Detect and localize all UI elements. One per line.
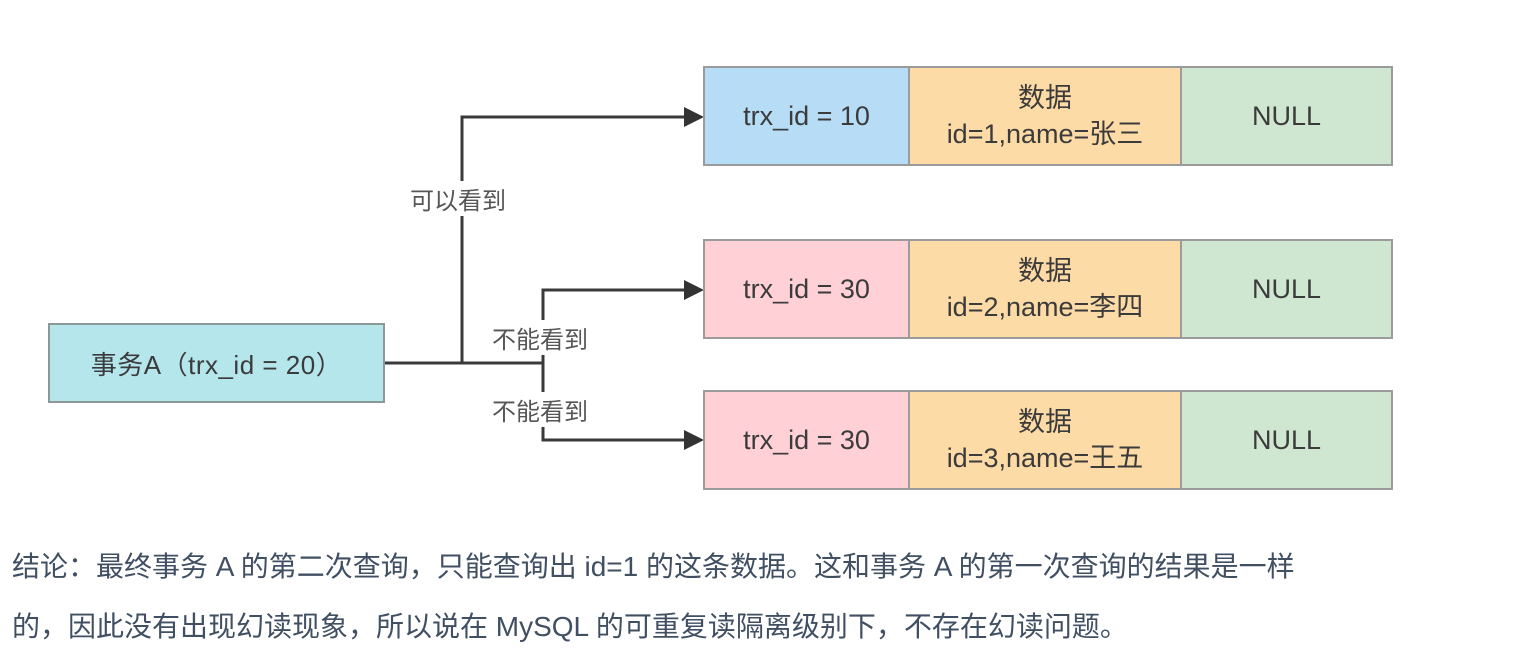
data-cell: 数据 id=2,name=李四 [908,241,1180,337]
data-cell-title: 数据 [1018,83,1072,113]
trx-id-cell: trx_id = 30 [705,241,908,337]
trx-id-cell: trx_id = 10 [705,68,908,164]
conclusion-text: 结论：最终事务 A 的第二次查询，只能查询出 id=1 的这条数据。这和事务 A… [12,537,1512,657]
null-cell: NULL [1180,392,1391,488]
arrowhead-icon [684,280,704,300]
data-cell: 数据 id=3,name=王五 [908,392,1180,488]
arrowhead-icon [684,430,704,450]
arrowhead-icon [684,107,704,127]
edge-label-cannot-see-2: 不能看到 [489,392,591,427]
null-cell: NULL [1180,68,1391,164]
edge-label-can-see: 可以看到 [407,181,509,216]
edge-label-cannot-see-1: 不能看到 [489,320,591,355]
data-cell-value: id=2,name=李四 [946,292,1144,322]
data-cell: 数据 id=1,name=张三 [908,68,1180,164]
connector-line-row1 [460,115,686,363]
record-row-2: trx_id = 30 数据 id=2,name=李四 NULL [703,239,1393,339]
data-cell-value: id=3,name=王五 [946,443,1144,473]
trx-id-cell: trx_id = 30 [705,392,908,488]
record-row-3: trx_id = 30 数据 id=3,name=王五 NULL [703,390,1393,490]
data-cell-title: 数据 [1018,407,1072,437]
record-row-1: trx_id = 10 数据 id=1,name=张三 NULL [703,66,1393,166]
conclusion-line-2: 的，因此没有出现幻读现象，所以说在 MySQL 的可重复读隔离级别下，不存在幻读… [12,611,1128,642]
data-cell-value: id=1,name=张三 [946,119,1144,149]
connector-line-row3 [541,363,686,442]
conclusion-line-1: 结论：最终事务 A 的第二次查询，只能查询出 id=1 的这条数据。这和事务 A… [12,551,1295,582]
transaction-a-box: 事务A（trx_id = 20） [48,323,385,403]
null-cell: NULL [1180,241,1391,337]
data-cell-title: 数据 [1018,256,1072,286]
